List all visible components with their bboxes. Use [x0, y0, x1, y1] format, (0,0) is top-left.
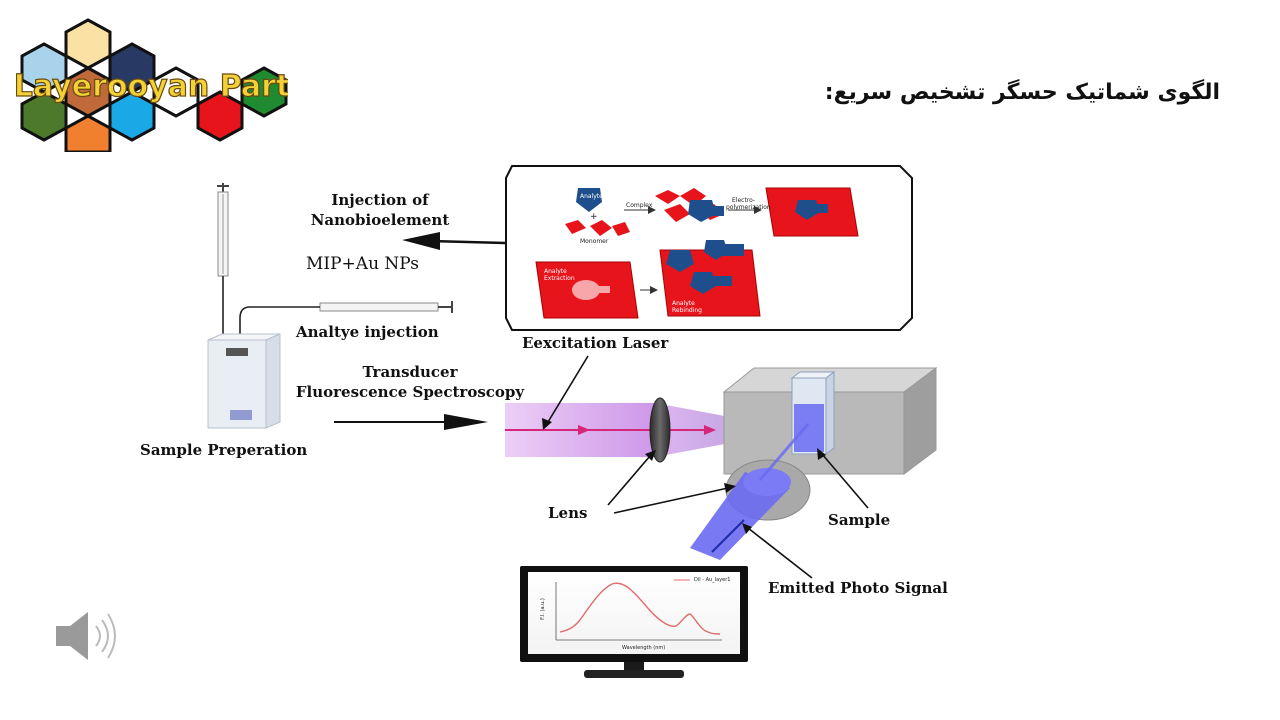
- speaker-icon[interactable]: [56, 612, 116, 660]
- label-injection-1: Injection of: [331, 191, 429, 209]
- company-logo: Layerooyan Part: [16, 18, 288, 152]
- inset-rebinding-1: Analyte: [672, 300, 695, 307]
- monitor-legend: Dil - Au_layer1: [694, 577, 731, 583]
- analyte-syringe-icon: [239, 301, 453, 420]
- label-mip: MIP+Au NPs: [306, 254, 420, 274]
- label-injection-2: Nanobioelement: [310, 211, 450, 229]
- label-lens: Lens: [548, 504, 588, 522]
- monitor: [520, 566, 748, 678]
- monitor-xlabel: Wavelength (nm): [622, 645, 666, 651]
- slide-title: الگوی شماتیک حسگر تشخیص سریع:: [824, 80, 1220, 105]
- cuvette-icon: [207, 333, 281, 429]
- label-transducer-1: Transducer: [362, 363, 458, 381]
- lens-icon: [649, 397, 671, 463]
- mip-process-inset: [535, 187, 859, 319]
- inset-extraction-1: Analyte: [544, 268, 567, 275]
- inset-extraction-2: Extraction: [544, 275, 575, 282]
- logo-text: Layerooyan Part: [16, 69, 288, 104]
- label-analyte-injection: Analtye injection: [296, 323, 439, 341]
- inset-analyte: Analyte: [580, 193, 603, 200]
- label-sample: Sample: [828, 511, 891, 529]
- label-emitted-signal: Emitted Photo Signal: [768, 579, 948, 597]
- inset-plus: +: [590, 212, 598, 222]
- sample-chamber: [722, 367, 938, 475]
- inset-electro-2: polymerization: [726, 204, 771, 211]
- label-excitation-laser: Eexcitation Laser: [522, 334, 669, 352]
- monitor-ylabel: F.I. (a.u.): [539, 598, 546, 620]
- inset-complex: Complex: [626, 202, 653, 209]
- inset-electro-1: Electro-: [732, 197, 756, 204]
- inset-rebinding-2: Rebinding: [672, 307, 702, 314]
- label-sample-preparation: Sample Preperation: [140, 441, 308, 459]
- inset-monomer: Monomer: [580, 238, 609, 245]
- label-transducer-2: Fluorescence Spectroscopy: [295, 383, 525, 401]
